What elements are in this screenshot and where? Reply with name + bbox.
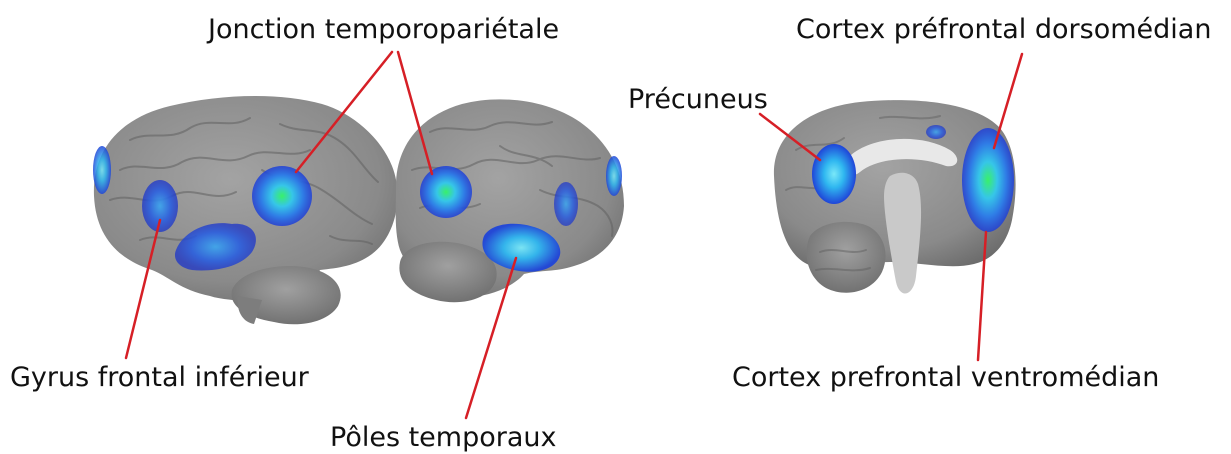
jtp-leader-line-left bbox=[294, 50, 394, 174]
left-cerebellum bbox=[231, 266, 341, 325]
label-dorsomedial-prefrontal-cortex: Cortex préfrontal dorsomédian bbox=[796, 14, 1212, 45]
sagittal-gyri bbox=[785, 115, 941, 272]
precuneus-leader-line bbox=[758, 112, 822, 162]
left-cerebrum bbox=[93, 95, 398, 305]
left-brainstem bbox=[237, 296, 262, 324]
leader-lines bbox=[124, 50, 1024, 420]
left-frontal-edge-activation bbox=[93, 146, 111, 194]
left-tpj-activation bbox=[252, 166, 312, 226]
sagittal-cerebellum bbox=[806, 221, 886, 293]
left-brain-lateral bbox=[93, 95, 398, 325]
right-brain-lateral bbox=[395, 99, 624, 303]
temporal-poles-leader-line bbox=[464, 256, 518, 420]
left-temporal-activation bbox=[174, 223, 256, 271]
sagittal-brainstem bbox=[884, 172, 922, 294]
label-inferior-frontal-gyrus: Gyrus frontal inférieur bbox=[10, 362, 309, 393]
left-ifg-activation bbox=[142, 180, 178, 232]
sagittal-brain bbox=[773, 100, 1016, 294]
precuneus-activation bbox=[812, 144, 856, 204]
dmpfc-leader-line bbox=[992, 52, 1024, 150]
upper-mpfc-activation bbox=[926, 125, 946, 139]
label-temporoparietal-junction: Jonction temporopariétale bbox=[208, 14, 560, 45]
label-temporal-poles: Pôles temporaux bbox=[330, 422, 557, 453]
sagittal-corpus-callosum bbox=[843, 138, 958, 176]
right-occipital-activation bbox=[606, 156, 622, 196]
jtp-leader-line-right bbox=[396, 50, 434, 176]
right-tpj-activation bbox=[420, 166, 472, 218]
right-ifg-activation bbox=[554, 182, 578, 226]
right-cerebellum bbox=[399, 241, 497, 303]
label-ventromedial-prefrontal-cortex: Cortex prefrontal ventromédian bbox=[732, 362, 1160, 393]
ifg-leader-line bbox=[124, 218, 162, 360]
mpfc-activation bbox=[962, 128, 1014, 232]
vmpfc-leader-line bbox=[976, 230, 988, 362]
right-temporal-activation bbox=[482, 223, 561, 272]
left-gyri bbox=[109, 117, 379, 245]
label-precuneus: Précuneus bbox=[628, 84, 768, 115]
